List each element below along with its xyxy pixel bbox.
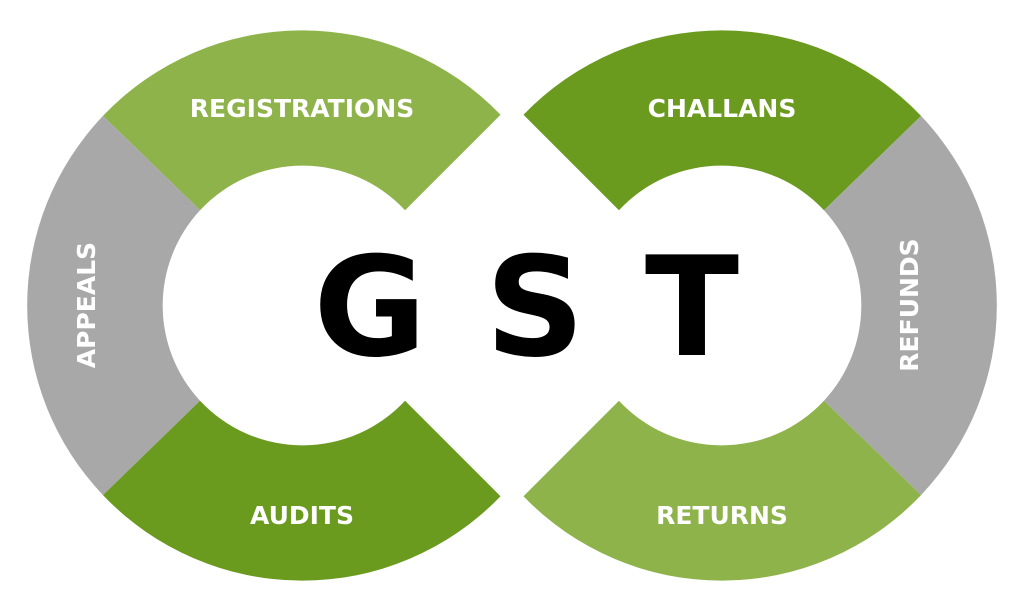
- center-letter-t: T: [645, 227, 739, 388]
- segment-registrations: [102, 30, 501, 211]
- right-ring: [523, 30, 997, 581]
- label-refunds: REFUNDS: [895, 238, 924, 371]
- left-ring: [27, 30, 501, 581]
- center-letter-g: G: [313, 227, 426, 388]
- segment-appeals: [27, 115, 201, 496]
- segment-refunds: [823, 115, 997, 496]
- label-returns: RETURNS: [656, 501, 788, 530]
- segment-audits: [102, 400, 501, 581]
- label-audits: AUDITS: [250, 501, 354, 530]
- label-registrations: REGISTRATIONS: [190, 94, 414, 123]
- center-letter-s: S: [485, 227, 584, 388]
- segment-returns: [523, 400, 922, 581]
- label-appeals: APPEALS: [72, 242, 101, 368]
- segment-challans: [523, 30, 922, 211]
- label-challans: CHALLANS: [648, 94, 797, 123]
